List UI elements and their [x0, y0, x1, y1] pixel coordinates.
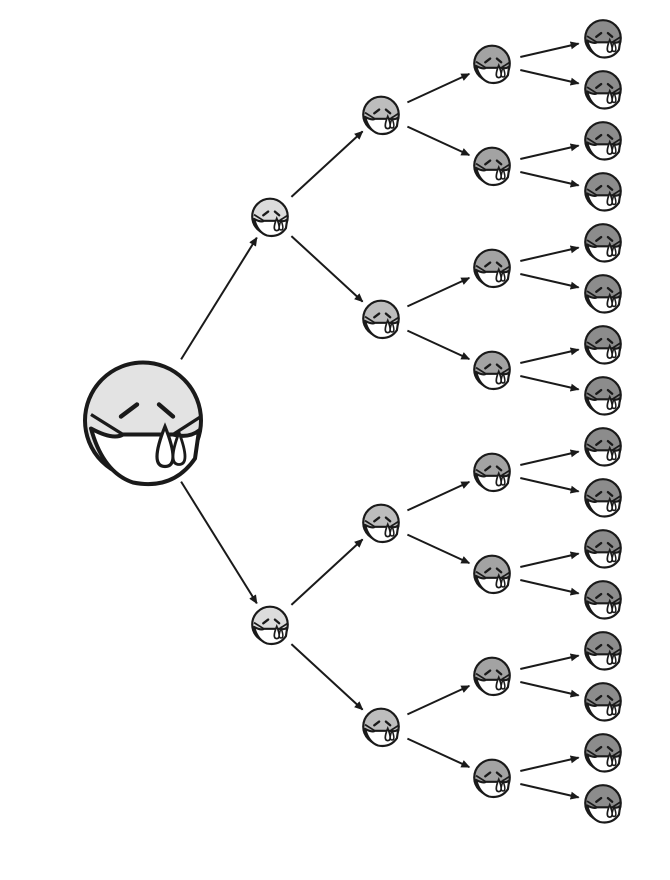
- arrow-icon: [406, 329, 471, 361]
- sick-face-icon: [251, 605, 289, 646]
- face-layer: [83, 19, 622, 824]
- arrow-icon: [406, 72, 471, 104]
- arrow-icon: [406, 125, 471, 157]
- arrow-icon: [520, 171, 580, 188]
- sick-face-icon: [584, 19, 622, 59]
- sick-face-icon: [473, 452, 511, 493]
- sick-face-icon: [584, 631, 622, 671]
- sick-face-icon: [362, 95, 400, 136]
- sick-face-icon: [473, 656, 511, 697]
- arrow-icon: [520, 477, 580, 494]
- arrow-icon: [520, 755, 580, 772]
- sick-face-icon: [584, 529, 622, 569]
- sick-face-icon: [584, 274, 622, 314]
- arrow-icon: [520, 375, 580, 392]
- arrow-icon: [520, 245, 580, 262]
- arrow-icon: [520, 449, 580, 466]
- sick-face-icon: [473, 554, 511, 595]
- arrow-icon: [520, 579, 580, 596]
- arrow-icon: [180, 236, 258, 360]
- sick-face-icon: [362, 299, 400, 340]
- arrow-icon: [520, 783, 580, 800]
- sick-face-icon: [584, 223, 622, 263]
- sick-face-icon: [362, 503, 400, 544]
- arrow-icon: [520, 653, 580, 670]
- arrow-icon: [520, 143, 580, 160]
- sick-face-icon: [584, 580, 622, 620]
- sick-face-icon: [584, 682, 622, 722]
- arrow-icon: [290, 235, 364, 303]
- root-sick-face-icon: [83, 360, 203, 487]
- sick-face-icon: [251, 197, 289, 238]
- sick-face-icon: [584, 325, 622, 365]
- sick-face-icon: [584, 478, 622, 518]
- sick-face-icon: [473, 248, 511, 289]
- sick-face-icon: [584, 70, 622, 110]
- arrow-icon: [290, 538, 364, 606]
- arrow-icon: [406, 684, 471, 716]
- arrow-icon: [520, 273, 580, 290]
- arrow-icon: [406, 737, 471, 769]
- sick-face-icon: [584, 376, 622, 416]
- arrow-icon: [406, 480, 471, 512]
- sick-face-icon: [584, 427, 622, 467]
- arrow-icon: [520, 69, 580, 86]
- arrow-icon: [520, 347, 580, 364]
- sick-face-icon: [473, 350, 511, 391]
- sick-face-icon: [584, 733, 622, 773]
- arrow-layer: [180, 41, 580, 800]
- sick-face-icon: [584, 121, 622, 161]
- sick-face-icon: [473, 758, 511, 799]
- arrow-icon: [406, 533, 471, 565]
- sick-face-icon: [473, 44, 511, 85]
- sick-face-icon: [584, 784, 622, 824]
- arrow-icon: [520, 41, 580, 58]
- arrow-icon: [290, 130, 364, 198]
- arrow-icon: [520, 551, 580, 568]
- sick-face-icon: [584, 172, 622, 212]
- sick-face-icon: [362, 707, 400, 748]
- sick-face-icon: [473, 146, 511, 187]
- arrow-icon: [180, 481, 258, 605]
- arrow-icon: [520, 681, 580, 698]
- arrow-icon: [290, 643, 364, 711]
- arrow-icon: [406, 276, 471, 308]
